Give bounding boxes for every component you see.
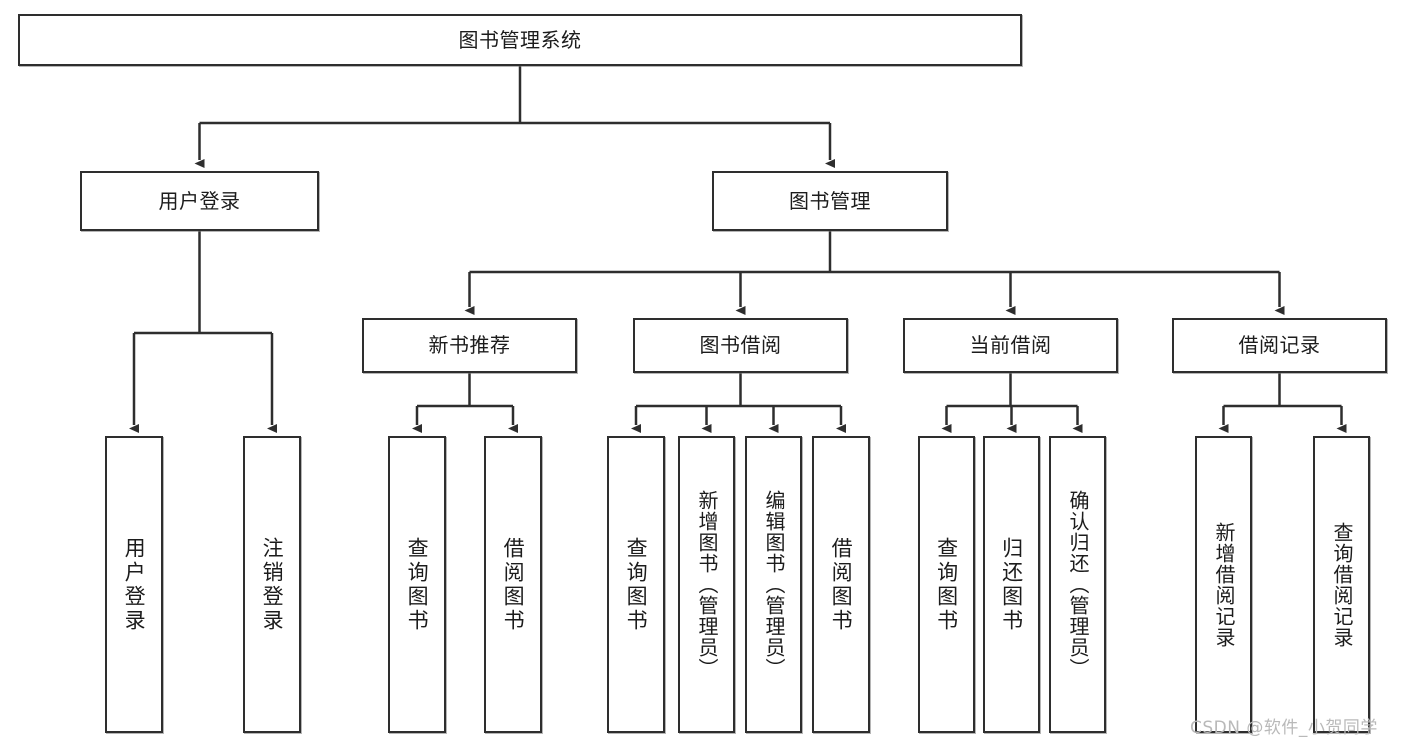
node-leaf-add-book-admin[interactable]: 新增图书（管理员） (678, 436, 735, 733)
node-borrow-record[interactable]: 借阅记录 (1172, 318, 1387, 373)
node-leaf-logout[interactable]: 注销登录 (243, 436, 301, 733)
node-label: 借阅图书 (501, 536, 526, 633)
node-label: 确认归还（管理员） (1066, 490, 1090, 679)
node-label: 新书推荐 (428, 333, 511, 357)
node-label: 借阅图书 (829, 536, 854, 633)
node-label: 查询图书 (405, 536, 430, 633)
node-label: 当前借阅 (969, 333, 1052, 357)
node-leaf-query-books-3[interactable]: 查询图书 (918, 436, 975, 733)
node-root[interactable]: 图书管理系统 (18, 14, 1022, 66)
node-label: 图书借阅 (699, 333, 782, 357)
node-label: 归还图书 (999, 536, 1024, 633)
node-label: 用户登录 (122, 536, 147, 633)
node-leaf-add-borrow-record[interactable]: 新增借阅记录 (1195, 436, 1252, 733)
node-leaf-query-borrow-record[interactable]: 查询借阅记录 (1313, 436, 1370, 733)
node-label: 查询图书 (624, 536, 649, 633)
node-label: 注销登录 (260, 536, 285, 633)
node-current-borrow[interactable]: 当前借阅 (903, 318, 1118, 373)
node-book-borrow[interactable]: 图书借阅 (633, 318, 848, 373)
node-label: 新增图书（管理员） (695, 490, 719, 679)
watermark: CSDN @软件_小贺同学 (1190, 718, 1378, 738)
node-leaf-return-book[interactable]: 归还图书 (983, 436, 1040, 733)
node-leaf-confirm-return-admin[interactable]: 确认归还（管理员） (1049, 436, 1106, 733)
node-label: 图书管理 (789, 188, 871, 213)
node-label: 查询借阅记录 (1330, 521, 1354, 648)
node-label: 用户登录 (158, 188, 241, 213)
node-user-login[interactable]: 用户登录 (80, 171, 319, 231)
node-label: 编辑图书（管理员） (762, 490, 786, 679)
node-new-book-rec[interactable]: 新书推荐 (362, 318, 577, 373)
node-label: 图书管理系统 (458, 27, 582, 52)
node-label: 新增借阅记录 (1212, 521, 1236, 648)
node-book-mgmt[interactable]: 图书管理 (712, 171, 948, 231)
node-leaf-borrow-books-2[interactable]: 借阅图书 (812, 436, 870, 733)
node-leaf-user-login[interactable]: 用户登录 (105, 436, 163, 733)
node-leaf-query-books-1[interactable]: 查询图书 (388, 436, 446, 733)
node-leaf-borrow-books-1[interactable]: 借阅图书 (484, 436, 542, 733)
node-label: 查询图书 (934, 536, 959, 633)
node-leaf-edit-book-admin[interactable]: 编辑图书（管理员） (745, 436, 802, 733)
node-leaf-query-books-2[interactable]: 查询图书 (607, 436, 665, 733)
node-label: 借阅记录 (1238, 333, 1321, 357)
